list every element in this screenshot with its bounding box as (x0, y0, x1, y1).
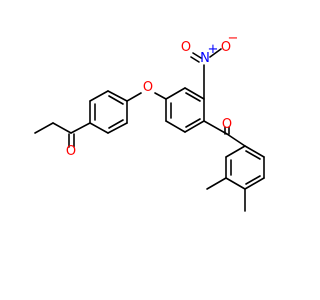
bond (225, 145, 246, 158)
nitro-nitrogen-charge: + (208, 42, 219, 57)
bond (165, 120, 186, 133)
nitro-oxygen-charge: − (228, 31, 239, 46)
bond (154, 92, 167, 100)
bond (108, 95, 124, 105)
bond (107, 122, 128, 134)
bonds (34, 48, 265, 212)
ether-oxygen-label: O (143, 80, 153, 95)
ketone-oxygen-right-label: O (222, 117, 232, 132)
bond (185, 118, 201, 128)
bond (244, 177, 265, 190)
bond (107, 90, 128, 102)
bond (244, 145, 265, 158)
bond (108, 119, 124, 129)
bond (225, 177, 246, 190)
bond (89, 90, 109, 102)
bond (126, 92, 142, 102)
bond (185, 92, 201, 102)
bond (34, 122, 54, 134)
bond (245, 175, 261, 185)
nitro-oxygen-left-label: O (181, 40, 191, 55)
atom-labels: O N + O O − O O (66, 31, 239, 159)
bond (226, 133, 246, 147)
nitro-nitrogen-label: N (200, 51, 210, 66)
bond (184, 120, 205, 133)
bond (52, 122, 72, 134)
ketone-oxygen-left-label: O (66, 144, 76, 159)
bond (203, 120, 228, 135)
bond (190, 56, 200, 63)
bond (184, 87, 205, 100)
bond (209, 48, 222, 58)
bond (165, 87, 186, 100)
nitro-oxygen-right-label: O (221, 40, 231, 55)
chemical-structure: O N + O O − O O (34, 31, 265, 212)
bond (206, 177, 227, 190)
bond (245, 150, 261, 160)
bond (70, 122, 91, 134)
bond (89, 122, 109, 134)
bond (192, 52, 202, 59)
